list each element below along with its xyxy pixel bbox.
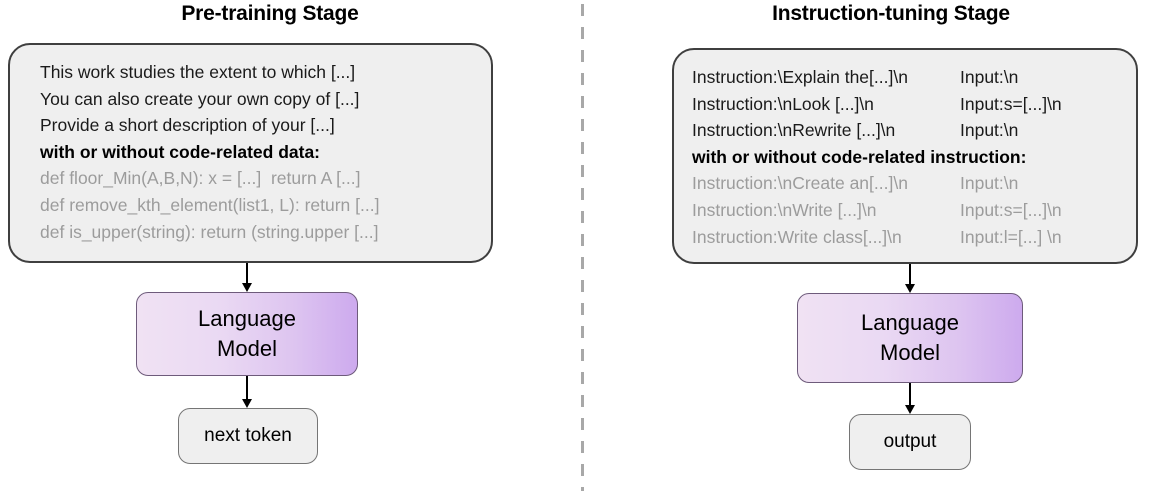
model-label-line2: Model xyxy=(217,336,277,361)
output-label: output xyxy=(883,431,937,452)
instruction-cell: Instruction:\Explain the[...]\n xyxy=(692,67,908,87)
data-row: Instruction:\nLook [...]\n Input:s=[...]… xyxy=(674,91,1136,118)
data-row: Instruction:\Explain the[...]\n Input:\n xyxy=(674,64,1136,91)
instruction-language-model-box: Language Model xyxy=(797,293,1023,383)
data-line-code: def floor_Min(A,B,N): x = [...] return A… xyxy=(40,168,361,189)
input-cell: Input:\n xyxy=(960,120,1019,141)
model-label-line1: Language xyxy=(861,310,959,335)
model-label-line1: Language xyxy=(198,306,296,331)
arrow-shaft xyxy=(246,376,248,400)
instruction-data-card: Instruction:\Explain the[...]\n Input:\n… xyxy=(672,48,1138,264)
arrow-shaft xyxy=(246,263,248,284)
pretraining-stage-panel: Pre-training Stage This work studies the… xyxy=(0,0,540,495)
pretraining-stage-title: Pre-training Stage xyxy=(181,2,359,25)
input-cell: Input:l=[...] \n xyxy=(960,226,1062,247)
data-line: This work studies the extent to which [.… xyxy=(40,62,356,82)
data-row: Instruction:Write class[...]\n Input:l=[… xyxy=(674,224,1136,251)
instruction-cell: Instruction:\nLook [...]\n xyxy=(692,93,874,114)
input-cell: Input:s=[...]\n xyxy=(960,93,1062,114)
data-line-code: def is_upper(string): return (string.upp… xyxy=(40,221,379,242)
data-row: Instruction:\nCreate an[...]\n Input:\n xyxy=(674,170,1136,197)
input-cell: Input:s=[...]\n xyxy=(960,199,1062,220)
data-line-emphasis: with or without code-related instruction… xyxy=(692,146,1027,167)
arrow-head xyxy=(905,405,915,414)
data-row: Instruction:\nRewrite [...]\n Input:\n xyxy=(674,117,1136,144)
output-label: next token xyxy=(204,425,292,446)
arrow-shaft xyxy=(909,264,911,285)
data-row: Instruction:\nWrite [...]\n Input:s=[...… xyxy=(674,197,1136,224)
data-line-emphasis: with or without code-related data: xyxy=(40,141,321,162)
instruction-stage-title: Instruction-tuning Stage xyxy=(772,2,1010,25)
pretraining-data-card: This work studies the extent to which [.… xyxy=(8,43,493,263)
arrow-head xyxy=(905,284,915,293)
pretraining-output-box: next token xyxy=(178,408,318,464)
data-line-code: def remove_kth_element(list1, L): return… xyxy=(40,194,380,215)
pretraining-language-model-box: Language Model xyxy=(136,292,358,376)
instruction-output-box: output xyxy=(849,414,971,470)
instruction-cell: Instruction:\nWrite [...]\n xyxy=(692,199,877,220)
instruction-cell: Instruction:Write class[...]\n xyxy=(692,226,902,247)
arrow-head xyxy=(242,399,252,408)
arrow-shaft xyxy=(909,383,911,406)
data-line: Provide a short description of your [...… xyxy=(40,115,335,136)
data-line: You can also create your own copy of [..… xyxy=(40,88,360,109)
model-label-line2: Model xyxy=(880,340,940,365)
instruction-cell: Instruction:\nRewrite [...]\n xyxy=(692,120,896,141)
input-cell: Input:\n xyxy=(960,67,1019,87)
input-cell: Input:\n xyxy=(960,173,1019,194)
instruction-stage-panel: Instruction-tuning Stage Instruction:\Ex… xyxy=(621,0,1161,495)
stage-divider xyxy=(581,4,584,491)
arrow-head xyxy=(242,283,252,292)
instruction-cell: Instruction:\nCreate an[...]\n xyxy=(692,173,908,194)
